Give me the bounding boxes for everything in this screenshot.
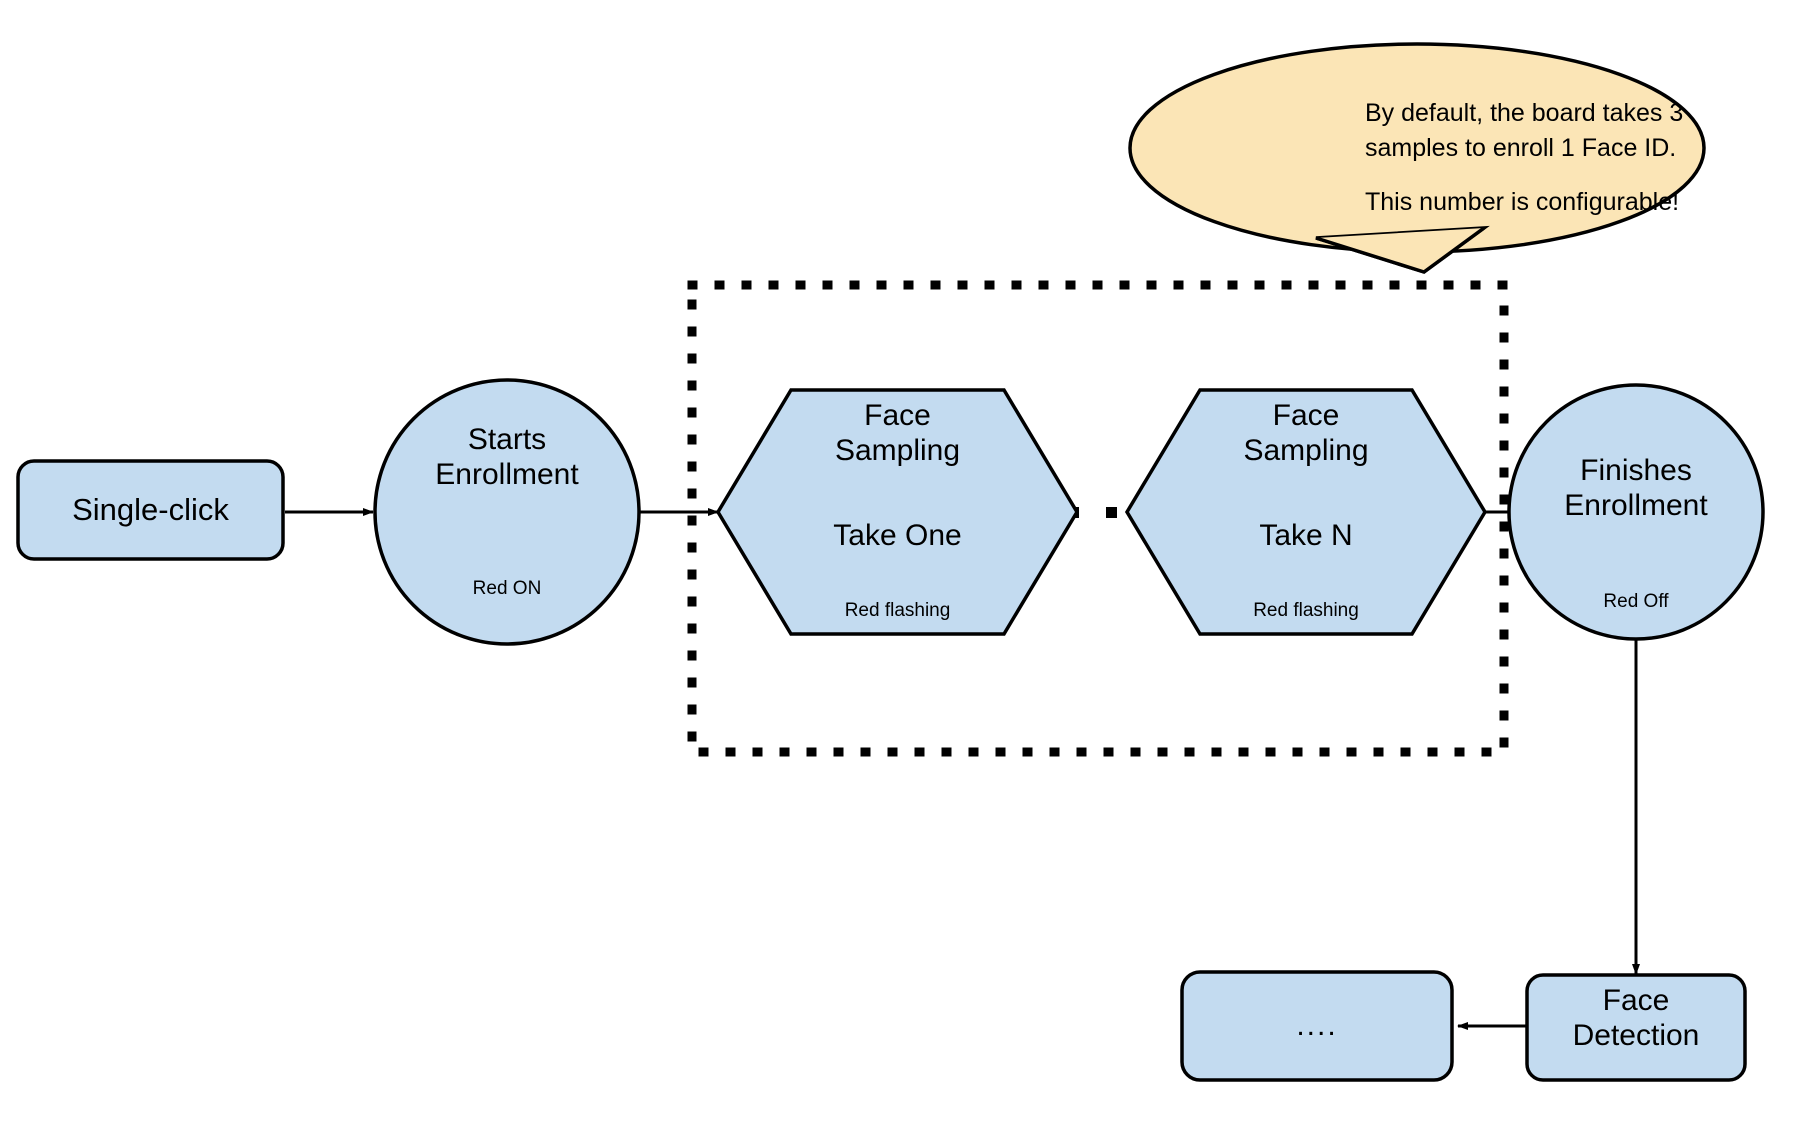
node-face-detection[interactable] — [1525, 973, 1747, 1082]
node-finishes-enrollment[interactable] — [1507, 383, 1765, 641]
sampling-loop-group-box — [687, 280, 1509, 757]
node-ellipsis-next[interactable] — [1180, 970, 1454, 1082]
default-samples-callout-bubble — [1128, 42, 1706, 274]
node-face-sampling-take-n[interactable] — [1124, 388, 1488, 636]
node-face-sampling-take-one[interactable] — [715, 388, 1080, 636]
node-starts-enrollment[interactable] — [373, 378, 641, 646]
node-single-click[interactable] — [16, 459, 285, 561]
